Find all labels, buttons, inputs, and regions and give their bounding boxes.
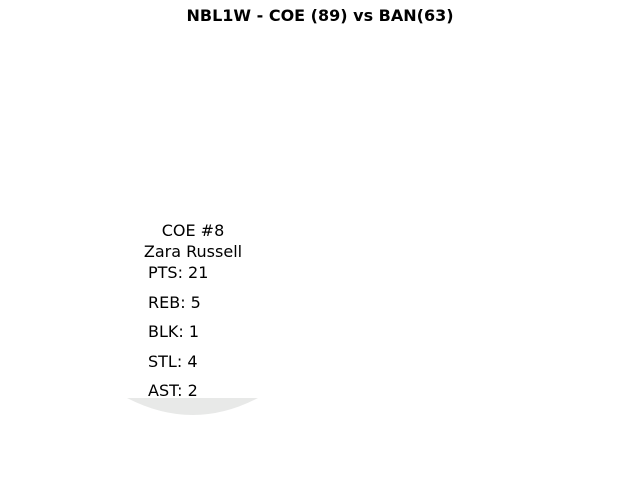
stat-points: PTS: 21 [148,263,209,282]
stat-steals: STL: 4 [148,351,198,371]
player-team-number: COE #8 [161,221,225,240]
figure-title: NBL1W - COE (89) vs BAN(63) [186,6,454,25]
stat-list: PTS: 21 REB: 5 BLK: 1 STL: 4 AST: 2 [148,262,208,410]
player-header: COE #8 Zara Russell [113,220,273,262]
stat-assists: AST: 2 [148,381,198,400]
stat-rebounds: REB: 5 [148,292,201,312]
player-name: Zara Russell [143,242,243,261]
stat-blocks: BLK: 1 [148,322,200,341]
court-arc [127,398,258,415]
